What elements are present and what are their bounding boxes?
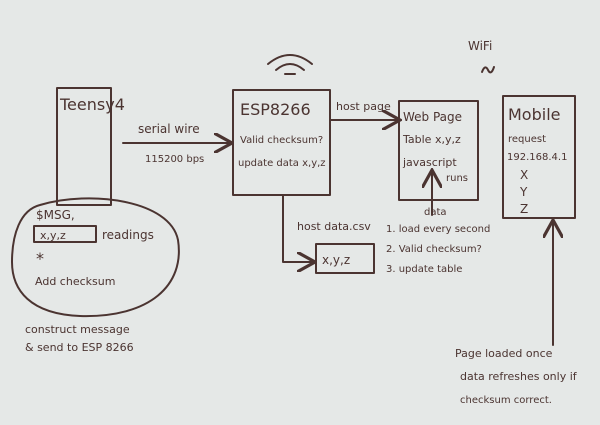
serial-label: serial wire: [138, 122, 200, 136]
construct-line1: construct message: [25, 323, 130, 336]
wifi-squiggle-icon: [481, 66, 495, 74]
message-blob: [11, 197, 180, 318]
note-line1: Page loaded once: [455, 347, 553, 360]
step-3: 3. update table: [386, 264, 462, 275]
msg-line1: $MSG,: [36, 208, 75, 222]
checksum-star: *: [36, 249, 44, 268]
host-page-label: host page: [336, 100, 391, 113]
esp-title: ESP8266: [240, 100, 311, 119]
webpage-line1: Table x,y,z: [402, 133, 461, 146]
note-line2: data refreshes only if: [460, 370, 578, 383]
baud-label: 115200 bps: [145, 154, 204, 165]
step-2: 2. Valid checksum?: [386, 244, 482, 255]
step-insert: data: [424, 207, 447, 218]
csv-box-label: x,y,z: [322, 253, 350, 267]
readings-label: readings: [102, 228, 154, 242]
mobile-line2: 192.168.4.1: [507, 152, 567, 163]
mobile-x: X: [520, 168, 528, 182]
mobile-z: Z: [520, 202, 528, 216]
readings-box-label: x,y,z: [40, 229, 66, 242]
esp-line2: update data x,y,z: [238, 158, 326, 169]
csv-box: x,y,z: [315, 243, 375, 274]
teensy-box: Teensy4: [56, 87, 125, 206]
webpage-box: Web Page Table x,y,z javascript runs: [398, 100, 479, 201]
esp-line1: Valid checksum?: [240, 135, 323, 146]
wifi-label: WiFi: [468, 39, 492, 53]
construct-line2: & send to ESP 8266: [25, 341, 134, 354]
webpage-line2: javascript: [402, 156, 457, 169]
mobile-box: Mobile request 192.168.4.1 X Y Z: [502, 95, 576, 219]
esp-box: ESP8266 Valid checksum? update data x,y,…: [232, 89, 331, 196]
host-data-arrow: [282, 195, 313, 262]
mobile-title: Mobile: [508, 105, 560, 124]
teensy-label: Teensy4: [59, 95, 125, 114]
note-line3: checksum correct.: [460, 395, 552, 406]
add-checksum: Add checksum: [35, 275, 115, 288]
readings-box: [33, 225, 97, 243]
host-data-label: host data.csv: [297, 220, 371, 233]
webpage-line3: runs: [446, 173, 468, 184]
mobile-line1: request: [508, 134, 546, 145]
webpage-title: Web Page: [403, 110, 462, 124]
mobile-y: Y: [519, 185, 528, 199]
step-1: 1. load every second: [386, 224, 490, 235]
wifi-signal-icon: [267, 54, 313, 75]
